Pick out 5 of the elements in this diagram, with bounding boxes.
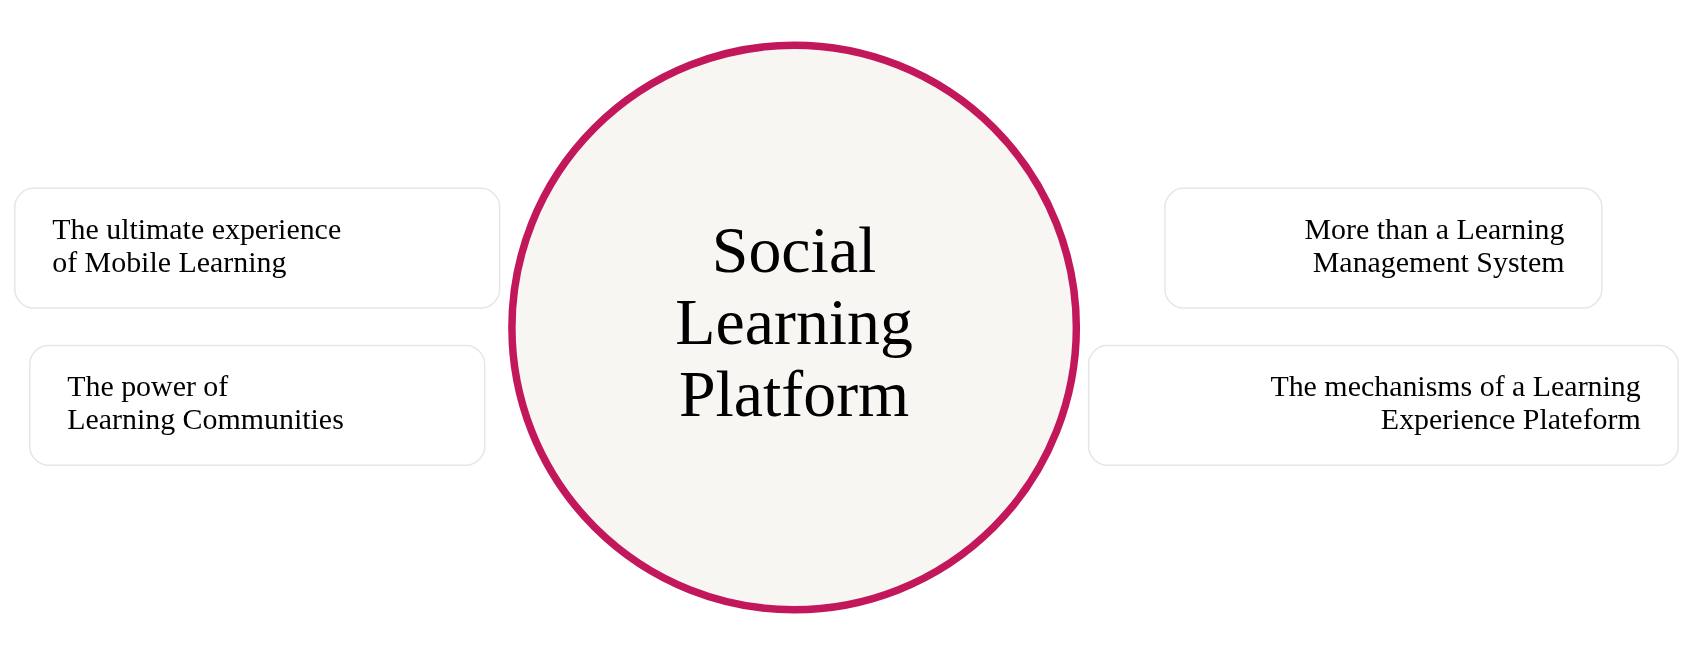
node-box: The mechanisms of a Learning Experience Plateform bbox=[1087, 344, 1679, 466]
node-box: The ultimate experience of Mobile Learning bbox=[14, 187, 501, 309]
node-box: The power of Learning Communities bbox=[29, 344, 486, 466]
node-circle: Social Learning Platform bbox=[508, 41, 1081, 614]
node-box: More than a Learning Management System bbox=[1164, 187, 1603, 309]
